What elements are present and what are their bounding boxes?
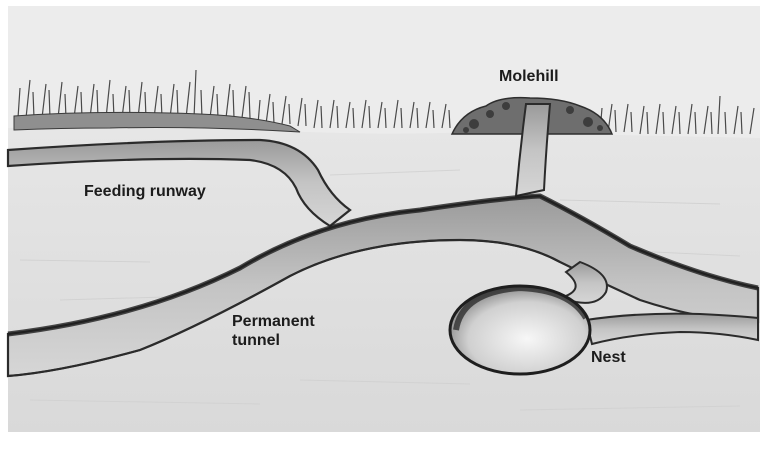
nest-label: Nest bbox=[591, 348, 626, 367]
molehill-label: Molehill bbox=[499, 67, 559, 86]
permanent-tunnel-label-line1: Permanent bbox=[232, 312, 315, 331]
feeding-runway-label: Feeding runway bbox=[84, 182, 206, 201]
permanent-tunnel-label-line2: tunnel bbox=[232, 331, 315, 350]
permanent-tunnel-label: Permanent tunnel bbox=[232, 312, 315, 350]
bottom-margin bbox=[0, 432, 763, 457]
